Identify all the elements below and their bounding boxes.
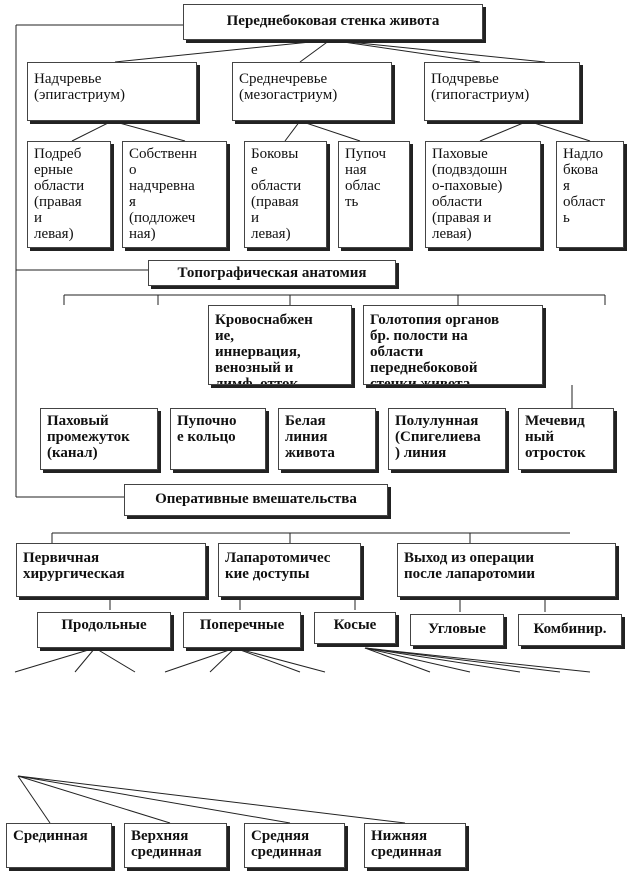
topo-node: Топографическая анатомия — [148, 260, 396, 286]
median-label: Верхняя срединная — [131, 828, 202, 860]
subregion-umbilical: Пупоч ная облас ть — [338, 141, 410, 248]
structure-xiphoid: Мечевид ный отросток — [518, 408, 614, 470]
incision-label: Угловые — [428, 621, 486, 637]
root-title: Переднебоковая стенка живота — [226, 13, 440, 29]
structure-label: Мечевид ный отросток — [525, 413, 586, 461]
op-category-label: Лапаротомичес кие доступы — [225, 550, 331, 582]
median-full: Срединная — [6, 823, 112, 868]
subregion-label: Подреб ерные области (правая и левая) — [34, 146, 85, 242]
structure-spigelian-line: Полулунная (Спигелиева ) линия — [388, 408, 506, 470]
subregion-label: Пупоч ная облас ть — [345, 146, 387, 210]
op-category-label: Первичная хирургическая — [23, 550, 125, 582]
incision-label: Комбинир. — [533, 621, 607, 637]
median-lower: Нижняя срединная — [364, 823, 466, 868]
median-label: Срединная — [13, 828, 88, 844]
root-node: Переднебоковая стенка живота — [183, 4, 483, 40]
op-category-label: Выход из операции после лапаротомии — [404, 550, 536, 582]
subregion-label: Паховые (подвздошн о-паховые) области (п… — [432, 146, 508, 242]
blood-supply-node: Кровоснабжен ие, иннервация, венозный и … — [208, 305, 352, 385]
median-label: Средняя срединная — [251, 828, 322, 860]
subregion-label: Надло бкова я област ь — [563, 146, 606, 226]
operative-node: Оперативные вмешательства — [124, 484, 388, 516]
incision-label: Косые — [333, 617, 377, 633]
structure-label: Пупочно е кольцо — [177, 413, 237, 445]
region-label: Надчревье (эпигастриум) — [34, 71, 126, 103]
incision-combined: Комбинир. — [518, 614, 622, 646]
region-hypogastrium: Подчревье (гипогастриум) — [424, 62, 580, 121]
op-laparotomy-access: Лапаротомичес кие доступы — [218, 543, 361, 597]
subregion-inguinal: Паховые (подвздошн о-паховые) области (п… — [425, 141, 541, 248]
structure-label: Полулунная (Спигелиева ) линия — [395, 413, 481, 461]
structure-label: Паховый промежуток (канал) — [47, 413, 130, 461]
subregion-pubic: Надло бкова я област ь — [556, 141, 624, 248]
median-middle: Средняя срединная — [244, 823, 345, 868]
structure-inguinal-canal: Паховый промежуток (канал) — [40, 408, 158, 470]
blood-supply-label: Кровоснабжен ие, иннервация, венозный и … — [215, 312, 313, 385]
holotopy-label: Голотопия органов бр. полости на области… — [370, 312, 500, 385]
incision-oblique: Косые — [314, 612, 396, 644]
op-primary-surgical: Первичная хирургическая — [16, 543, 206, 597]
incision-transverse: Поперечные — [183, 612, 301, 648]
structure-label: Белая линия живота — [285, 413, 335, 461]
subregion-label: Боковы е области (правая и левая) — [251, 146, 302, 242]
op-exit: Выход из операции после лапаротомии — [397, 543, 616, 597]
structure-umbilical-ring: Пупочно е кольцо — [170, 408, 266, 470]
topo-title: Топографическая анатомия — [177, 265, 367, 281]
incision-label: Продольные — [61, 617, 147, 633]
median-upper: Верхняя срединная — [124, 823, 227, 868]
subregion-epigastric: Собственн о надчревна я (подложеч ная) — [122, 141, 227, 248]
region-epigastrium: Надчревье (эпигастриум) — [27, 62, 197, 121]
subregion-hypochondriac: Подреб ерные области (правая и левая) — [27, 141, 111, 248]
incision-longitudinal: Продольные — [37, 612, 171, 648]
region-label: Подчревье (гипогастриум) — [431, 71, 530, 103]
holotopy-node: Голотопия органов бр. полости на области… — [363, 305, 543, 385]
region-mesogastrium: Среднечревье (мезогастриум) — [232, 62, 392, 121]
incision-angular: Угловые — [410, 614, 504, 646]
median-label: Нижняя срединная — [371, 828, 442, 860]
region-label: Среднечревье (мезогастриум) — [239, 71, 338, 103]
operative-title: Оперативные вмешательства — [155, 491, 357, 507]
subregion-label: Собственн о надчревна я (подложеч ная) — [129, 146, 198, 242]
subregion-lateral: Боковы е области (правая и левая) — [244, 141, 327, 248]
structure-linea-alba: Белая линия живота — [278, 408, 376, 470]
incision-label: Поперечные — [199, 617, 285, 633]
